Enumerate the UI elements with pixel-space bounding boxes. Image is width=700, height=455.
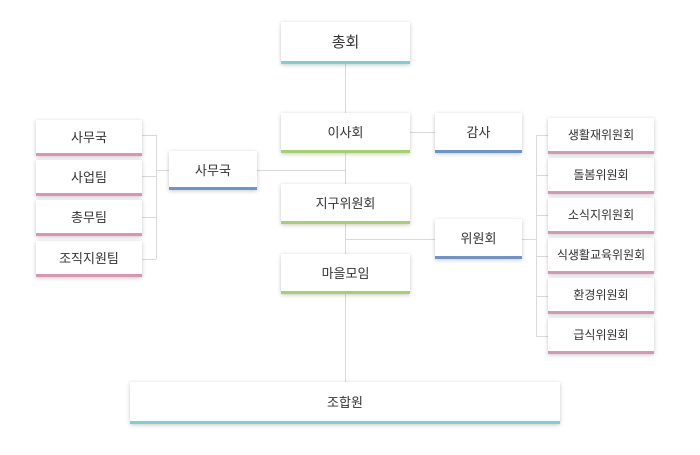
board-box: 이사회 bbox=[281, 113, 410, 153]
connector-right-center bbox=[522, 239, 536, 240]
connector-board-audit bbox=[410, 132, 435, 133]
secretariat-unit-box: 사무국 bbox=[36, 120, 142, 156]
committee-box: 위원회 bbox=[435, 219, 522, 259]
connector-right-item bbox=[536, 135, 548, 136]
committee-unit-box: 생활재위원회 bbox=[548, 118, 654, 154]
connector-right-vertical bbox=[536, 135, 537, 336]
secretariat-box: 사무국 bbox=[169, 151, 257, 190]
committee-unit-box: 환경위원회 bbox=[548, 278, 654, 314]
connector-left-item bbox=[142, 217, 156, 218]
general-assembly-box: 총회 bbox=[281, 22, 410, 64]
audit-box: 감사 bbox=[435, 113, 522, 153]
committee-unit-box: 소식지위원회 bbox=[548, 198, 654, 234]
connector-right-item bbox=[536, 256, 548, 257]
connector-left-vertical bbox=[156, 135, 157, 259]
connector-left-item bbox=[142, 259, 156, 260]
connector-district-secretariat bbox=[257, 170, 345, 171]
committee-unit-box: 급식위원회 bbox=[548, 318, 654, 354]
connector-district-committee bbox=[345, 239, 435, 240]
connector-left-item bbox=[142, 176, 156, 177]
connector-right-item bbox=[536, 336, 548, 337]
committee-unit-box: 돌봄위원회 bbox=[548, 158, 654, 194]
committee-unit-box: 식생활교육위원회 bbox=[548, 238, 654, 274]
connector-right-item bbox=[536, 175, 548, 176]
connector-right-item bbox=[536, 215, 548, 216]
members-box: 조합원 bbox=[130, 382, 560, 424]
district-committee-box: 지구위원회 bbox=[281, 184, 410, 224]
secretariat-unit-box: 사업팀 bbox=[36, 160, 142, 196]
connector-left-item bbox=[142, 135, 156, 136]
connector-right-item bbox=[536, 296, 548, 297]
village-meeting-box: 마을모임 bbox=[281, 254, 410, 294]
connector-left-center bbox=[156, 170, 169, 171]
secretariat-unit-box: 조직지원팀 bbox=[36, 241, 142, 277]
secretariat-unit-box: 총무팀 bbox=[36, 200, 142, 236]
